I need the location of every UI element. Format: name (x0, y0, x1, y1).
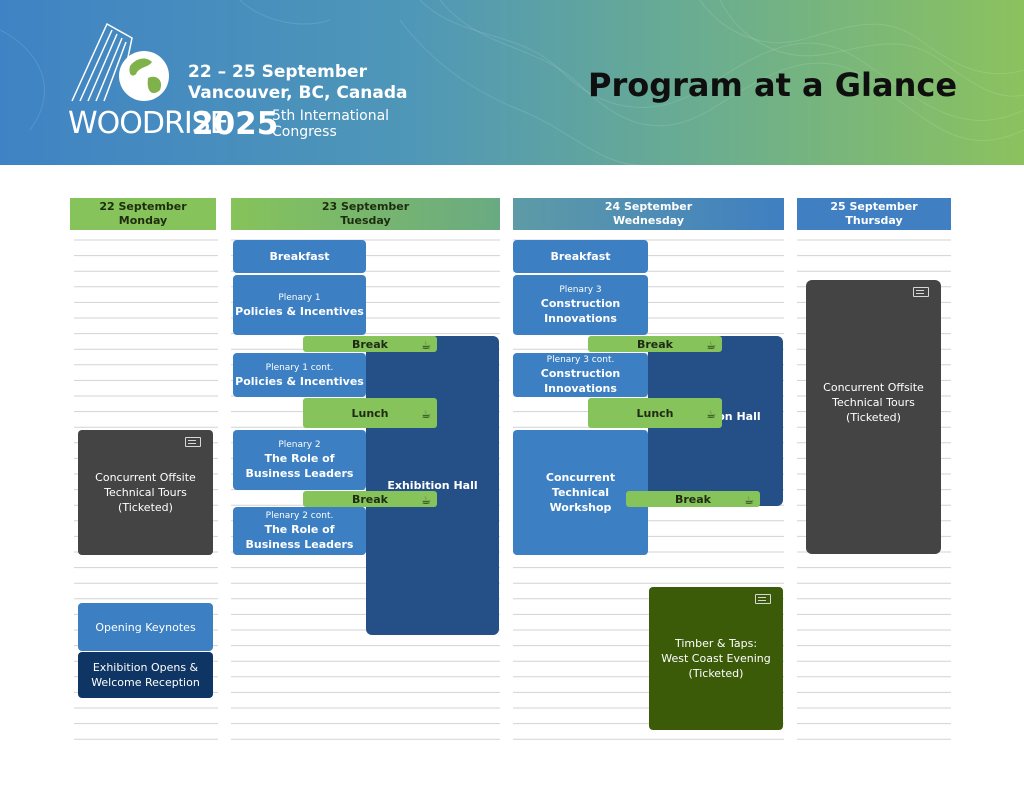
ticket-icon (913, 287, 929, 297)
wednesday-break-2[interactable]: Break ☕ (626, 491, 760, 507)
day-date: 24 September (604, 200, 693, 213)
wednesday-timber-taps-evening[interactable]: Timber & Taps: West Coast Evening (Ticke… (649, 587, 783, 730)
block-line: Concurrent Offsite (823, 380, 924, 394)
coffee-cup-icon: ☕ (744, 494, 754, 507)
wednesday-plenary-3-cont[interactable]: Plenary 3 cont. Construction Innovations (513, 353, 648, 397)
block-line: (Ticketed) (688, 667, 744, 680)
block-subtitle: Plenary 1 cont. (265, 362, 334, 373)
event-location: Vancouver, BC, Canada (188, 83, 408, 103)
tuesday-lunch[interactable]: Lunch ☕ (303, 398, 437, 428)
day-header-monday: 22 September Monday (70, 198, 216, 230)
block-subtitle: Plenary 1 (278, 292, 321, 303)
tuesday-plenary-1-cont[interactable]: Plenary 1 cont. Policies & Incentives (233, 353, 366, 397)
building-globe-logo-icon (71, 22, 169, 102)
brand-year: 2025 (192, 106, 279, 142)
block-subtitle: Plenary 3 cont. (546, 355, 615, 365)
block-line: The Role of (264, 523, 335, 536)
event-dates: 22 – 25 September Vancouver, BC, Canada (188, 62, 408, 104)
block-subtitle: Plenary 2 (278, 440, 321, 450)
wednesday-break-1[interactable]: Break ☕ (588, 336, 722, 352)
block-line: Construction (540, 297, 621, 310)
block-line: Breakfast (269, 250, 330, 263)
block-line: Breakfast (550, 250, 611, 263)
ticket-icon (185, 437, 201, 447)
congress-label: 5th International Congress (272, 108, 389, 140)
block-line: Timber & Taps: (674, 637, 758, 650)
day-weekday: Monday (118, 214, 168, 227)
block-subtitle: Plenary 2 cont. (265, 511, 334, 521)
day-header-tuesday: 23 September Tuesday (231, 198, 500, 230)
congress-line-2: Congress (272, 124, 337, 140)
tuesday-break-2[interactable]: Break ☕ (303, 491, 437, 507)
tuesday-breakfast[interactable]: Breakfast (233, 240, 366, 273)
block-line: Technical Tours (832, 395, 915, 409)
day-header-thursday: 25 September Thursday (797, 198, 951, 230)
page-title: Program at a Glance (588, 66, 958, 104)
monday-offsite-tours[interactable]: Concurrent Offsite Technical Tours (Tick… (78, 430, 213, 555)
block-line: Lunch (351, 406, 389, 420)
block-line: West Coast Evening (661, 652, 771, 665)
coffee-cup-icon: ☕ (421, 339, 431, 352)
block-line: Business Leaders (245, 538, 354, 551)
monday-opening-keynotes[interactable]: Opening Keynotes (78, 603, 213, 651)
block-line: Technical Tours (104, 486, 187, 499)
tuesday-plenary-1[interactable]: Plenary 1 Policies & Incentives (233, 275, 366, 335)
block-line: Policies & Incentives (235, 304, 364, 318)
block-subtitle: Plenary 3 (559, 285, 602, 295)
day-date: 22 September (99, 200, 187, 213)
tuesday-plenary-2[interactable]: Plenary 2 The Role of Business Leaders (233, 430, 366, 490)
ticket-icon (755, 594, 771, 604)
block-line: Construction (540, 367, 621, 380)
wednesday-breakfast[interactable]: Breakfast (513, 240, 648, 273)
header-banner: 22 – 25 September Vancouver, BC, Canada … (0, 0, 1024, 165)
congress-line-1: 5th International (272, 108, 390, 124)
monday-welcome-reception[interactable]: Exhibition Opens & Welcome Reception (78, 652, 213, 698)
day-date: 23 September (321, 200, 410, 213)
block-line: Opening Keynotes (95, 620, 196, 634)
block-line: Lunch (636, 406, 674, 420)
tuesday-exhibition-hall[interactable]: Exhibition Hall (366, 336, 499, 635)
block-line: The Role of (264, 452, 335, 465)
block-line: Concurrent (545, 471, 616, 484)
block-line: Exhibition Hall (387, 479, 478, 492)
tuesday-break-1[interactable]: Break ☕ (303, 336, 437, 352)
block-line: Workshop (549, 501, 612, 514)
block-line: (Ticketed) (846, 410, 901, 424)
block-line: (Ticketed) (118, 501, 173, 514)
block-line: Break (351, 492, 388, 506)
day-weekday: Thursday (845, 214, 903, 227)
block-line: Exhibition Opens & (92, 661, 199, 674)
date-range: 22 – 25 September (188, 62, 367, 82)
coffee-cup-icon: ☕ (421, 408, 431, 421)
day-weekday: Tuesday (340, 214, 391, 227)
block-line: Break (674, 492, 711, 506)
block-line: Technical (551, 486, 610, 499)
coffee-cup-icon: ☕ (706, 408, 716, 421)
block-line: Innovations (544, 312, 617, 325)
block-line: Innovations (544, 382, 617, 395)
block-line: Policies & Incentives (235, 374, 364, 388)
contour-pattern (0, 0, 1024, 165)
wednesday-lunch[interactable]: Lunch ☕ (588, 398, 722, 428)
block-line: Welcome Reception (91, 676, 200, 689)
coffee-cup-icon: ☕ (421, 494, 431, 507)
wednesday-plenary-3[interactable]: Plenary 3 Construction Innovations (513, 275, 648, 335)
block-line: Break (351, 337, 388, 351)
wednesday-technical-workshop[interactable]: Concurrent Technical Workshop (513, 430, 648, 555)
block-line: Break (636, 337, 673, 351)
day-date: 25 September (830, 200, 918, 213)
brand-name: WOODRISE (68, 106, 229, 141)
coffee-cup-icon: ☕ (706, 339, 716, 352)
block-line: Concurrent Offsite (95, 471, 196, 484)
block-line: Business Leaders (245, 467, 354, 480)
tuesday-plenary-2-cont[interactable]: Plenary 2 cont. The Role of Business Lea… (233, 507, 366, 555)
thursday-offsite-tours[interactable]: Concurrent Offsite Technical Tours (Tick… (806, 280, 941, 554)
day-header-wednesday: 24 September Wednesday (513, 198, 784, 230)
day-weekday: Wednesday (612, 214, 685, 227)
